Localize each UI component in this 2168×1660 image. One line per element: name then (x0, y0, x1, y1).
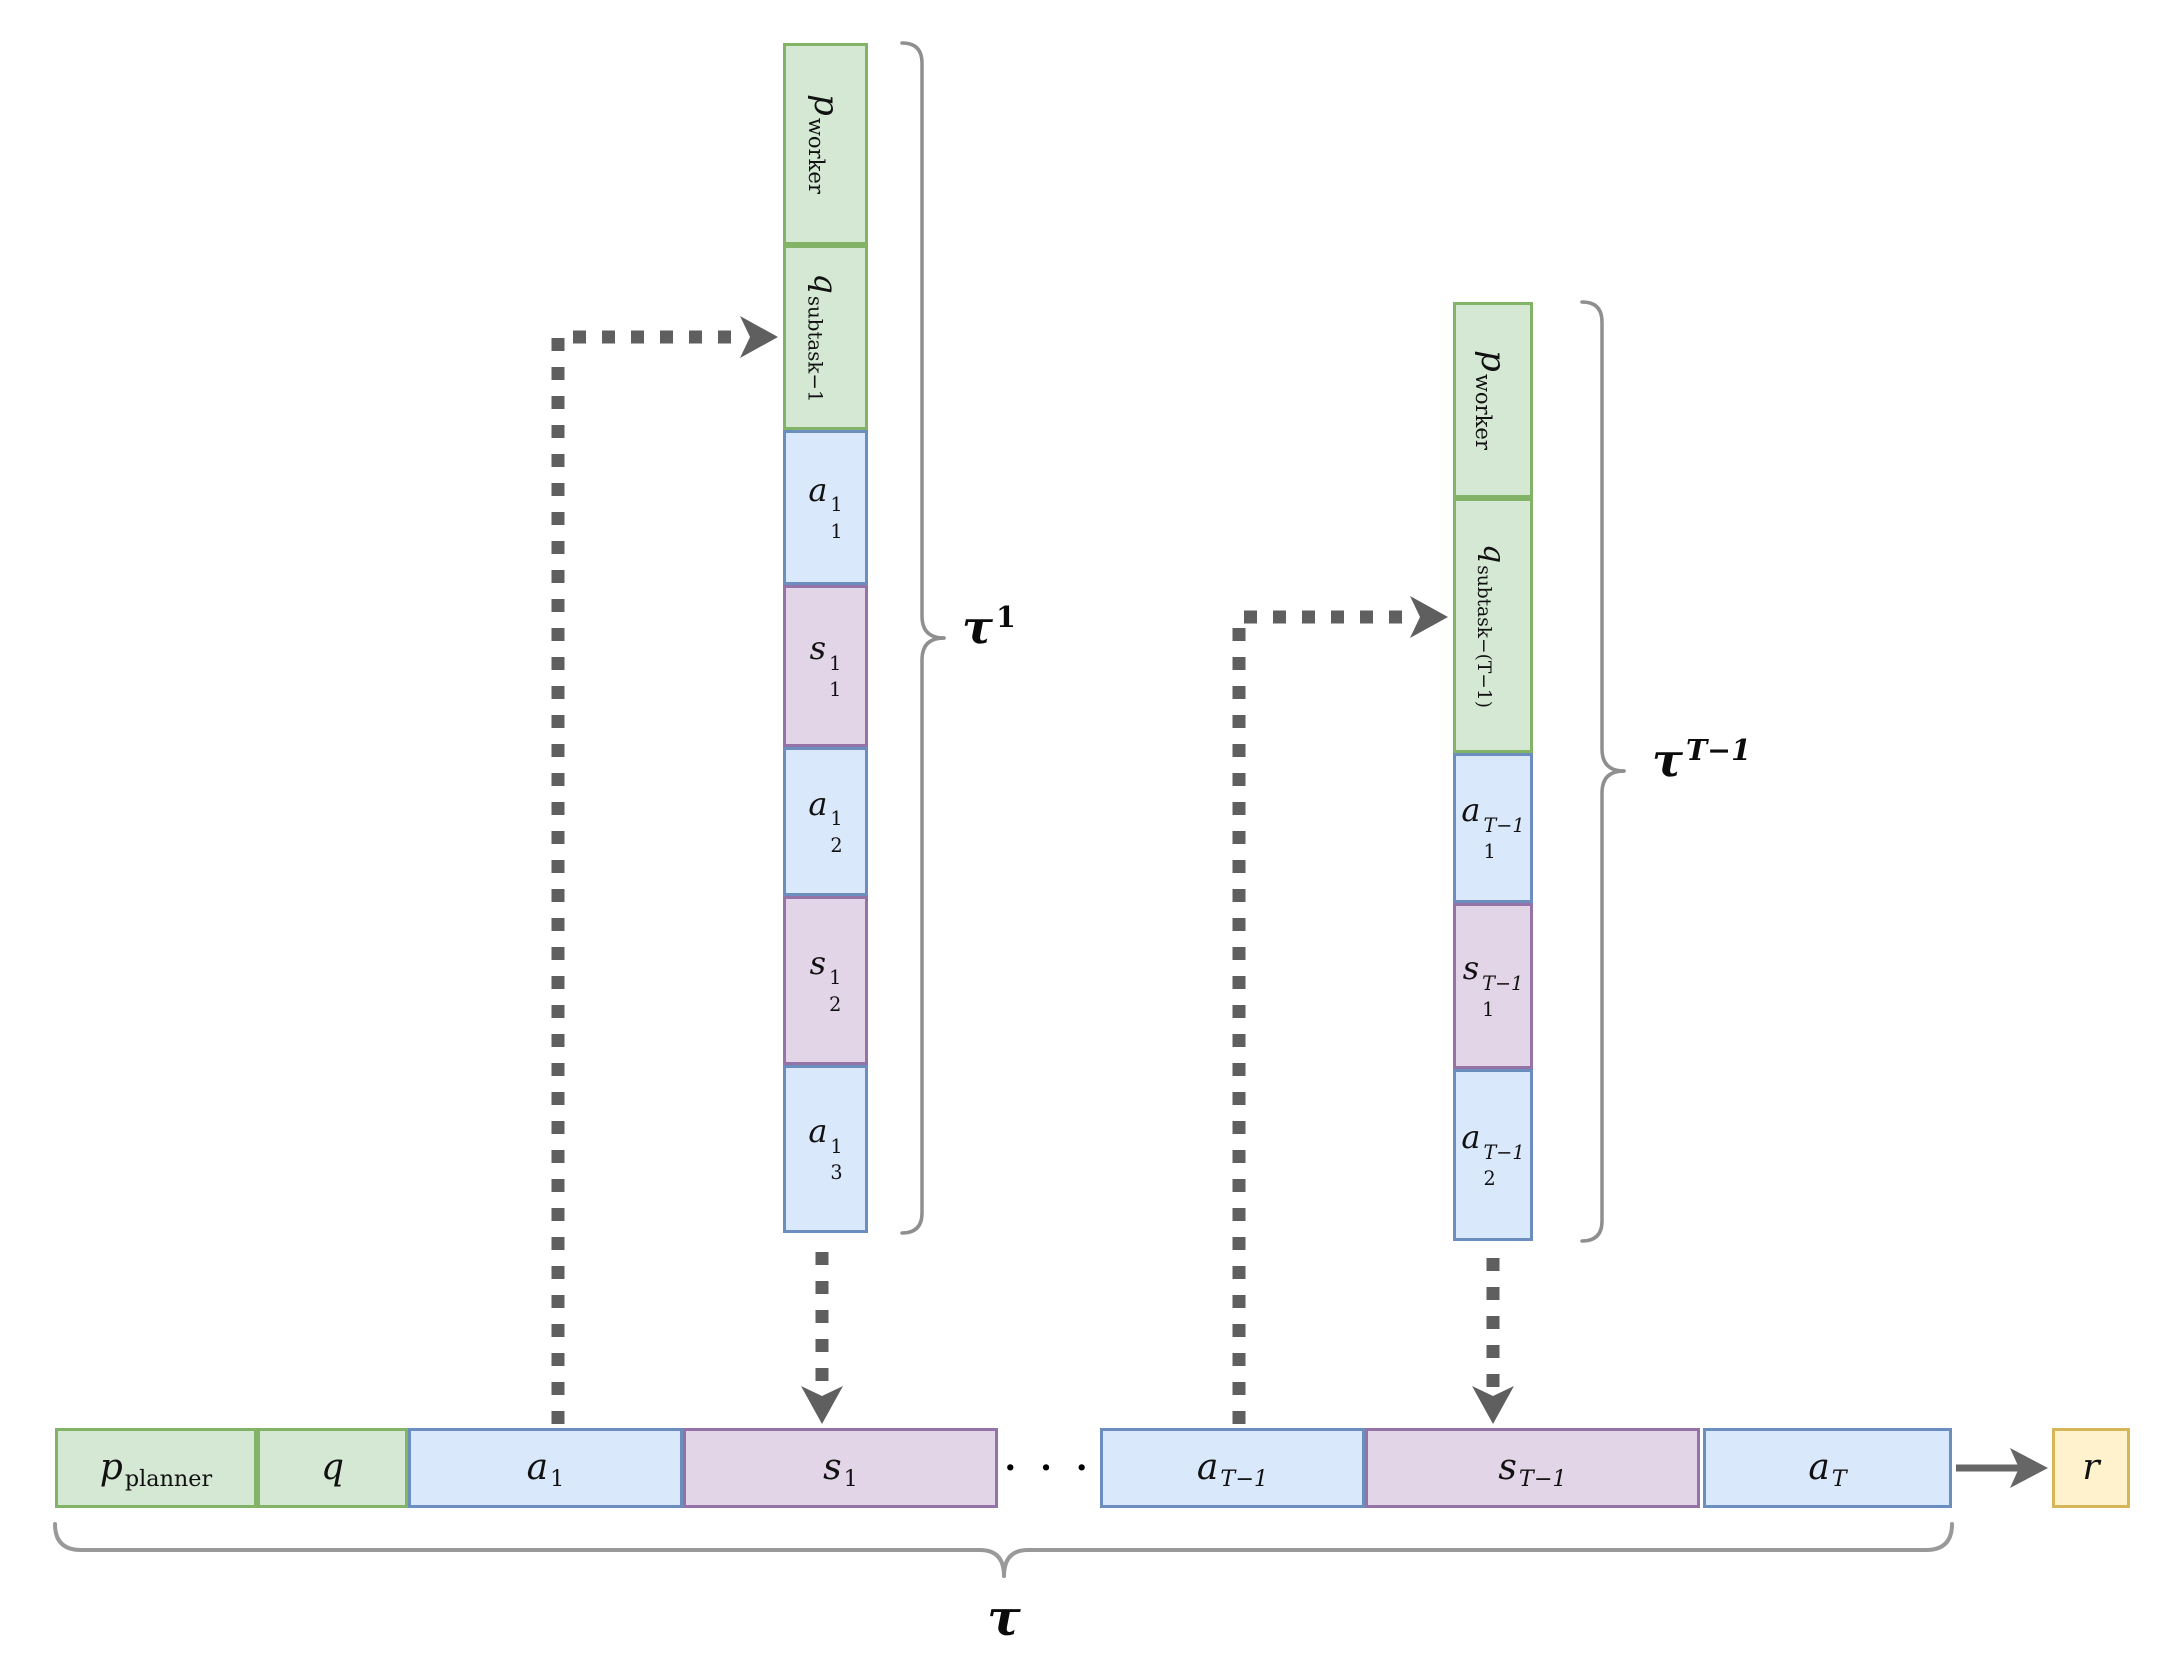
planner-a1-cell: a1 (408, 1428, 683, 1508)
rotated-label: qsubtask−(T−1) (1473, 543, 1511, 708)
planner-a-T-cell: aT (1703, 1428, 1952, 1508)
reward-box: r (2052, 1428, 2130, 1508)
worker1-brace (900, 41, 946, 1235)
workerT1-q-subtask-cell: qsubtask−(T−1) (1453, 498, 1533, 753)
subtask1-query-arrow (551, 316, 778, 1424)
workerT1-return-arrow (1472, 1258, 1514, 1424)
planner-s1-cell: s1 (683, 1428, 998, 1508)
planner-brace (53, 1522, 1954, 1578)
row-ellipsis: · · · (1004, 1448, 1094, 1488)
rotated-label: pworker (1470, 350, 1513, 450)
planner-a-T-1-cell: aT−1 (1100, 1428, 1365, 1508)
rotated-label: pworker (803, 94, 846, 194)
planner-q-cell: q (257, 1428, 408, 1508)
planner-s-T-1-cell: sT−1 (1365, 1428, 1700, 1508)
cell-label: q (320, 1447, 345, 1488)
worker1-p-worker-cell: pworker (783, 43, 868, 245)
subtaskT1-query-arrow (1232, 596, 1448, 1424)
workerT1-brace (1580, 300, 1626, 1243)
cell-label: sT−1 (1498, 1447, 1567, 1492)
workerT1-p-worker-cell: pworker (1453, 302, 1533, 498)
cell-label: aT−1 (1196, 1447, 1269, 1492)
rotated-label: qsubtask−1 (803, 272, 845, 403)
reward-arrow (1956, 1448, 2048, 1488)
cell-label: s1 (823, 1447, 858, 1492)
worker1-return-arrow (801, 1252, 843, 1424)
reward-label: r (2082, 1447, 2100, 1488)
worker1-q-subtask-cell: qsubtask−1 (783, 245, 868, 430)
planner-p-planner-cell: pplanner (55, 1428, 257, 1508)
planner-trajectory-label: τ (987, 1588, 1021, 1647)
cell-label: aT (1808, 1447, 1847, 1492)
cell-label: pplanner (99, 1447, 213, 1492)
cell-label: a1 (526, 1447, 565, 1492)
